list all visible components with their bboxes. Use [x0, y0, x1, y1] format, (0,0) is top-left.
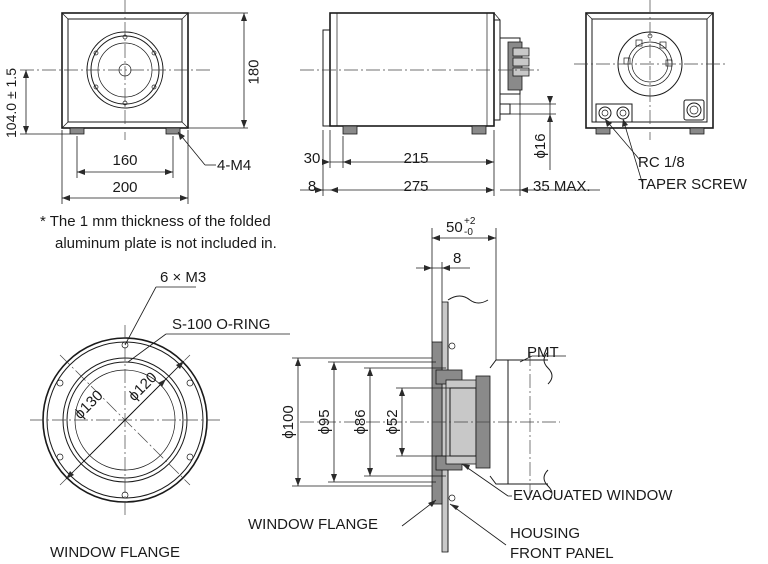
dim-50-tol-plus: +2: [464, 216, 476, 227]
label-6xm3: 6 × M3: [160, 269, 206, 286]
dim-phi120: ϕ120: [125, 369, 161, 405]
rear-view: [574, 0, 726, 183]
footnote: * The 1 mm thickness of the folded alumi…: [40, 211, 340, 255]
label-housing: HOUSING: [510, 525, 580, 542]
window-flange-view: [30, 286, 290, 515]
dim-50: 50: [446, 219, 463, 236]
section-dimensions: [292, 228, 566, 546]
dim-phi100: ϕ100: [280, 405, 297, 438]
caption-window-flange: WINDOW FLANGE: [50, 544, 180, 561]
dim-180: 180: [245, 59, 262, 84]
label-evacuated-window: EVACUATED WINDOW: [513, 487, 673, 504]
label-s100-oring: S-100 O-RING: [172, 316, 270, 333]
label-pmt: PMT: [527, 344, 559, 361]
dim-275: 275: [403, 178, 428, 195]
dim-200: 200: [112, 179, 137, 196]
dim-35-max: 35 MAX.: [533, 178, 591, 195]
dim-104: 104.0 ± 1.5: [3, 68, 19, 138]
dim-50-tol-minus: -0: [464, 227, 473, 238]
dim-phi16: ϕ16: [532, 133, 549, 158]
dim-8-side: 8: [308, 178, 316, 195]
label-front-panel: FRONT PANEL: [510, 545, 614, 562]
front-dimensions: [20, 12, 248, 204]
side-view: [300, 12, 540, 135]
footnote-line-1: * The 1 mm thickness of the folded: [40, 213, 271, 230]
label-taper-screw: TAPER SCREW: [638, 176, 748, 193]
dim-phi95: ϕ95: [316, 409, 333, 434]
section-view: [300, 295, 560, 553]
dim-30: 30: [304, 150, 321, 167]
dim-215: 215: [403, 150, 428, 167]
dim-phi52: ϕ52: [384, 409, 401, 434]
dim-phi86: ϕ86: [352, 409, 369, 434]
label-4-m4: 4-M4: [217, 157, 251, 174]
footnote-line-2: aluminum plate is not included in.: [55, 235, 277, 252]
dim-160: 160: [112, 152, 137, 169]
label-rc18: RC 1/8: [638, 154, 685, 171]
front-view: [20, 0, 212, 140]
dim-phi130: ϕ130: [71, 387, 107, 423]
dim-8-section: 8: [453, 250, 461, 267]
label-window-flange-section: WINDOW FLANGE: [248, 516, 378, 533]
side-dimensions: [300, 94, 600, 196]
